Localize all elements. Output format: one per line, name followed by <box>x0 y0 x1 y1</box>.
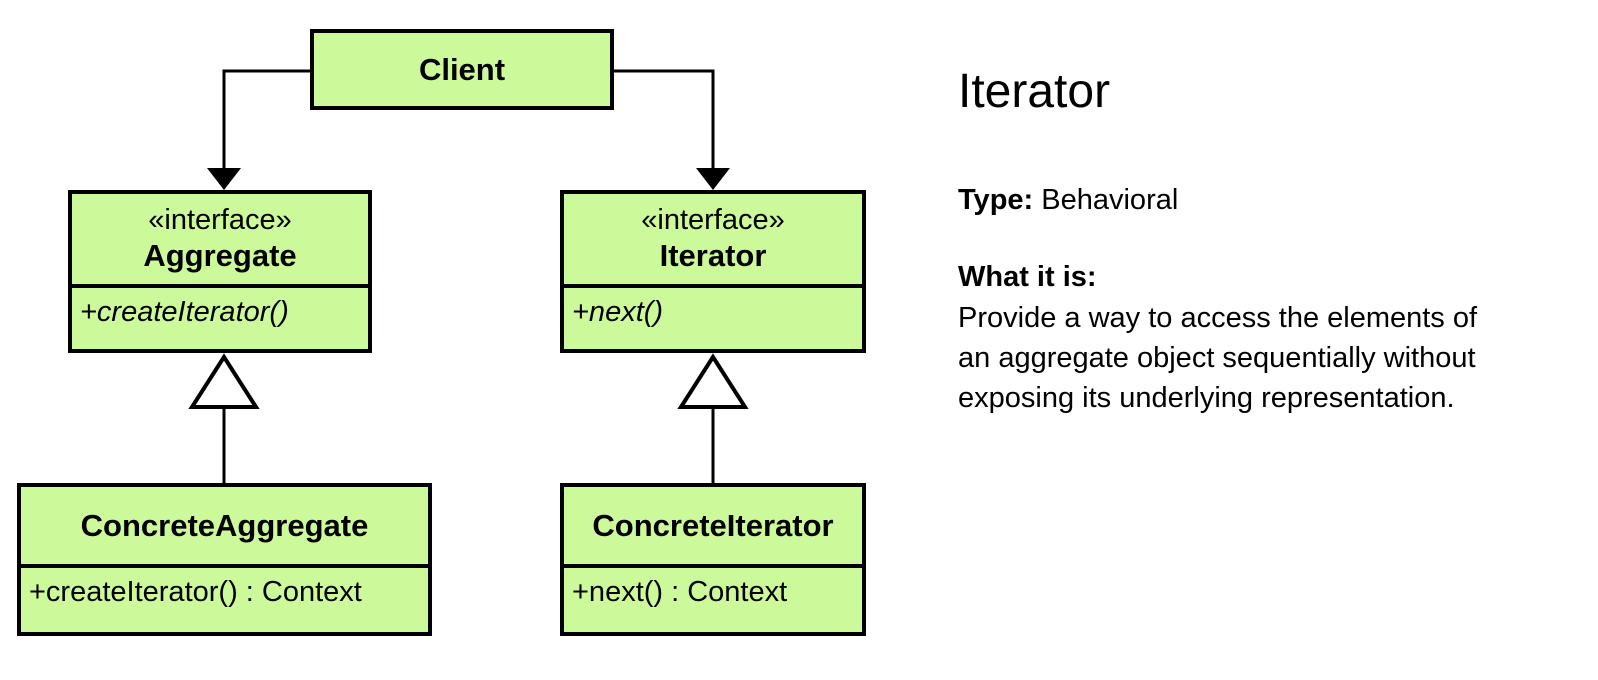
concrete-iterator-header: ConcreteIterator <box>564 487 862 568</box>
client-to-aggregate-line <box>222 69 310 170</box>
aggregate-methods: +createIterator() <box>72 288 368 330</box>
iterator-header: «interface» Iterator <box>564 194 862 288</box>
concrete-iterator-class-box: ConcreteIterator +next() : Context <box>560 483 866 636</box>
iterator-method-next: +next() <box>572 296 664 328</box>
concrete-aggregate-methods: +createIterator() : Context <box>21 568 428 610</box>
concrete-iterator-methods: +next() : Context <box>564 568 862 610</box>
concrete-aggregate-method-createiterator: +createIterator() : Context <box>29 576 362 608</box>
aggregate-header: «interface» Aggregate <box>72 194 368 288</box>
aggregate-generalization-triangle-icon <box>188 353 260 409</box>
client-class-name: Client <box>418 51 506 87</box>
pattern-type-line: Type: Behavioral <box>958 181 1178 219</box>
iterator-interface-box: «interface» Iterator +next() <box>560 190 866 353</box>
iterator-stereotype: «interface» <box>641 204 785 236</box>
aggregate-stereotype: «interface» <box>148 204 292 236</box>
concrete-iterator-method-next: +next() : Context <box>572 576 788 608</box>
iterator-methods: +next() <box>564 288 862 330</box>
pattern-title: Iterator <box>958 65 1111 118</box>
client-to-iterator-line <box>614 69 715 170</box>
concrete-aggregate-header: ConcreteAggregate <box>21 487 428 568</box>
description-line-3: exposing its underlying representation. <box>958 382 1455 414</box>
description-line-2: an aggregate object sequentially without <box>958 342 1476 374</box>
concrete-aggregate-class-name: ConcreteAggregate <box>80 507 369 543</box>
client-class-box: Client <box>310 29 614 110</box>
iterator-class-name: Iterator <box>659 238 767 273</box>
type-value: Behavioral <box>1041 184 1179 216</box>
type-label: Type: <box>958 184 1034 216</box>
iterator-generalization-triangle-icon <box>677 353 749 409</box>
pattern-info-panel: Iterator Type: Behavioral What it is: Pr… <box>958 0 1583 680</box>
concrete-aggregate-class-box: ConcreteAggregate +createIterator() : Co… <box>17 483 432 636</box>
what-it-is-label: What it is: <box>958 261 1097 293</box>
description-line-1: Provide a way to access the elements of <box>958 302 1478 334</box>
aggregate-interface-box: «interface» Aggregate +createIterator() <box>68 190 372 353</box>
pattern-description: Provide a way to access the elements of … <box>958 298 1477 418</box>
client-to-iterator-arrowhead <box>696 168 730 190</box>
aggregate-class-name: Aggregate <box>143 238 297 273</box>
aggregate-method-createiterator: +createIterator() <box>80 296 289 328</box>
concrete-iterator-class-name: ConcreteIterator <box>592 507 834 543</box>
client-to-aggregate-arrowhead <box>207 168 241 190</box>
